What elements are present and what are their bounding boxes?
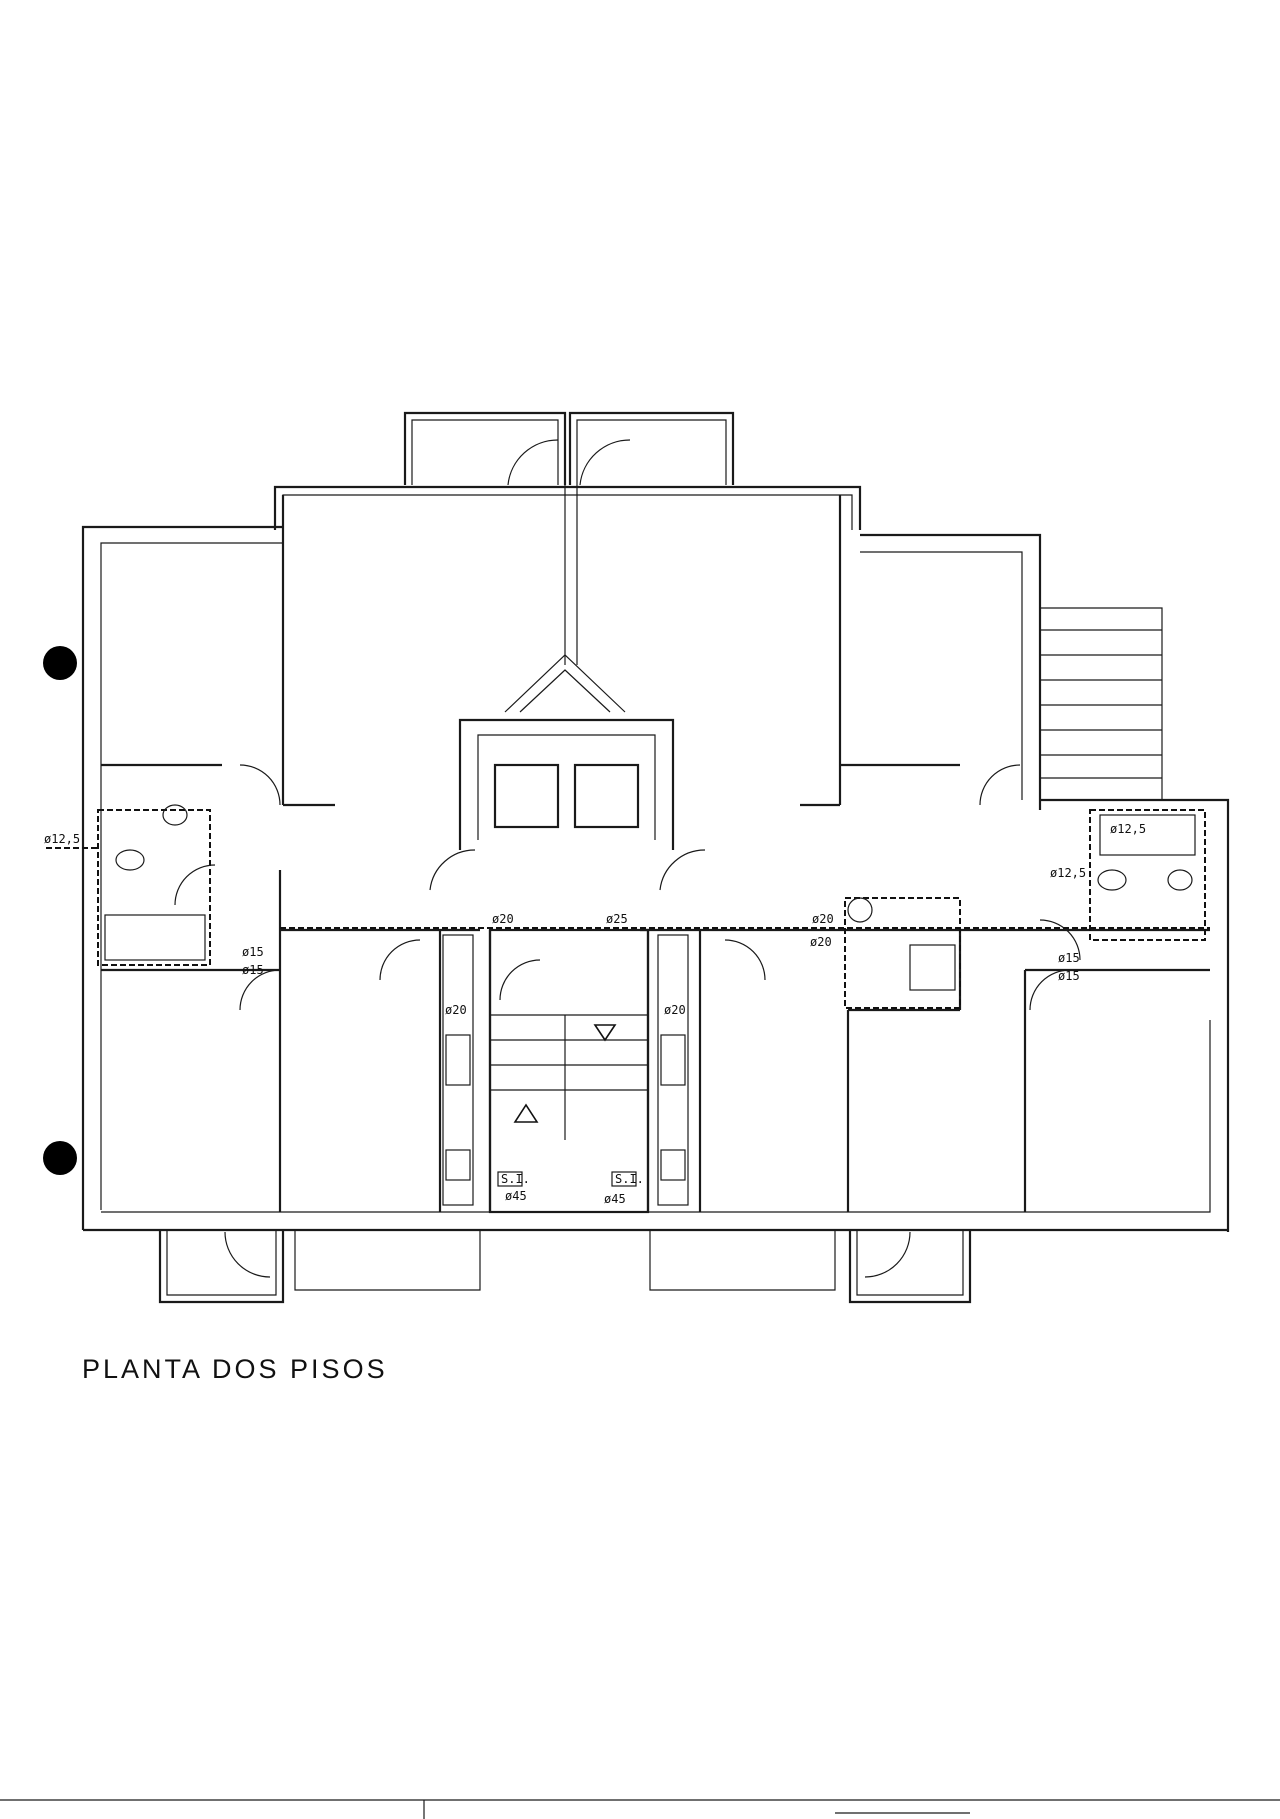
right-bathroom <box>1089 809 1206 941</box>
si-label: S.I. <box>501 1172 530 1186</box>
stair-core <box>488 928 650 1214</box>
pipe-label: ø45 <box>505 1189 527 1203</box>
pipe-label: ø12,5 <box>44 832 80 846</box>
door-swings <box>174 764 1081 1011</box>
pipe-label: ø15 <box>1058 951 1080 965</box>
pipe-label: ø25 <box>606 912 628 926</box>
center-right-bathroom <box>844 897 961 1009</box>
external-stair <box>1040 607 1163 800</box>
pipe-label: ø20 <box>812 912 834 926</box>
si-labels: S.I. S.I. <box>497 1171 644 1187</box>
pipe-label: ø12,5 <box>1050 866 1086 880</box>
pipe-label: ø12,5 <box>1110 822 1146 836</box>
pipe-label: ø20 <box>445 1003 467 1017</box>
kitchens <box>280 927 1210 1206</box>
exterior-walls <box>81 485 1230 1232</box>
top-balconies <box>403 411 735 486</box>
bottom-balconies <box>158 1230 972 1304</box>
interior-walls <box>101 485 1210 1212</box>
punch-hole-bottom <box>43 1141 77 1175</box>
pipe-labels: ø12,5 ø20 ø25 ø20 ø20 ø20 ø20 ø15 ø15 ø1… <box>44 822 1146 1206</box>
pipe-label: ø15 <box>242 945 264 959</box>
sheet-border <box>0 1799 1280 1819</box>
left-bathroom <box>46 804 211 966</box>
pipe-label: ø15 <box>242 963 264 977</box>
pipe-label: ø20 <box>492 912 514 926</box>
si-label: S.I. <box>615 1172 644 1186</box>
pipe-label: ø20 <box>664 1003 686 1017</box>
punch-hole-top <box>43 646 77 680</box>
pipe-label: ø15 <box>1058 969 1080 983</box>
drawing-title: PLANTA DOS PISOS <box>82 1354 388 1384</box>
pipe-label: ø20 <box>810 935 832 949</box>
pipe-label: ø45 <box>604 1192 626 1206</box>
